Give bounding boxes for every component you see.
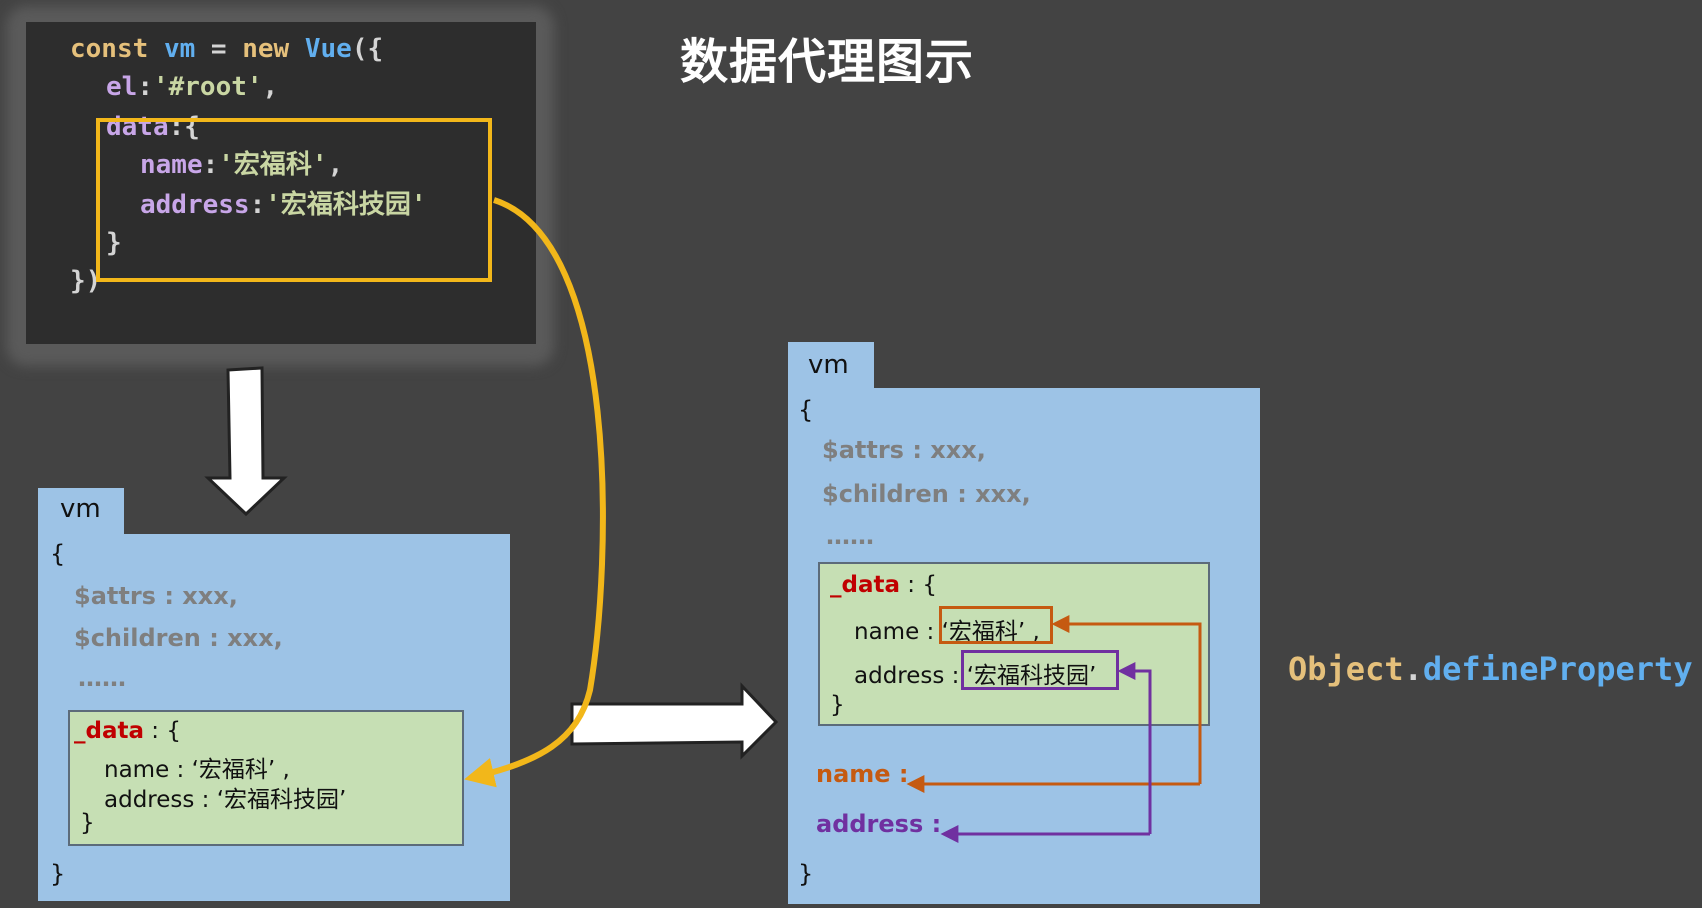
data-copy-arrow xyxy=(464,197,606,788)
vm-left-name-line: name : ‘宏福科’ , xyxy=(104,757,290,783)
vm-right-ellipsis: …… xyxy=(826,522,874,550)
vm-right-data-box xyxy=(818,562,1210,726)
down-arrow-icon xyxy=(204,366,288,517)
vm-left-data-head: _data​ : { xyxy=(74,718,182,744)
vm-left-address-line: address : ‘宏福科技园’ xyxy=(104,787,347,813)
code-line-6: } xyxy=(106,228,122,258)
code-line-3: data:{ xyxy=(106,112,200,142)
vm-left-children: $children : xxx, xyxy=(74,624,283,652)
vm-left-close-brace: } xyxy=(50,860,66,888)
vm-right-address-line: address : ‘宏福科技园’ xyxy=(854,663,1097,689)
code-line-5: address:'宏福科技园' xyxy=(140,190,427,220)
vm-right-open-brace: { xyxy=(798,396,814,424)
vm-left-data-close: } xyxy=(80,810,95,836)
vm-left-tab xyxy=(38,488,124,538)
proxy-name-label: name : xyxy=(816,760,909,788)
vm-right-name-line: name : ‘宏福科’ , xyxy=(854,619,1040,645)
vm-left-open-brace: { xyxy=(50,540,66,568)
vm-left-attrs: $attrs : xxx, xyxy=(74,582,238,610)
vm-left-data-box xyxy=(68,710,464,846)
diagram-title: 数据代理图示 xyxy=(680,34,975,90)
vm-left-ellipsis: …… xyxy=(78,664,126,692)
vm-right-label: vm xyxy=(808,350,849,380)
vm-right-children: $children : xxx, xyxy=(822,480,1031,508)
vm-left-label: vm xyxy=(60,494,101,524)
vm-right-attrs: $attrs : xxx, xyxy=(822,436,986,464)
vm-right-close-brace: } xyxy=(798,860,814,888)
name-proxy-arrow-out xyxy=(1051,615,1202,784)
define-property-label: Object.defineProperty xyxy=(1288,650,1693,688)
data-highlight-box xyxy=(96,118,492,282)
code-panel: const vm = new Vue({ el:'#root', data:{ … xyxy=(26,22,536,344)
code-line-2: el:'#root', xyxy=(106,72,279,102)
vm-right-data-close: } xyxy=(830,692,845,718)
address-proxy-arrow-out xyxy=(1117,662,1152,834)
code-line-4: name:'宏福科', xyxy=(140,150,344,180)
vm-right-tab xyxy=(788,342,874,392)
vm-right-data-head: _data : { xyxy=(830,572,938,598)
right-arrow-icon xyxy=(570,682,779,760)
proxy-address-label: address : xyxy=(816,810,942,838)
code-line-1: const vm = new Vue({ xyxy=(70,34,384,64)
